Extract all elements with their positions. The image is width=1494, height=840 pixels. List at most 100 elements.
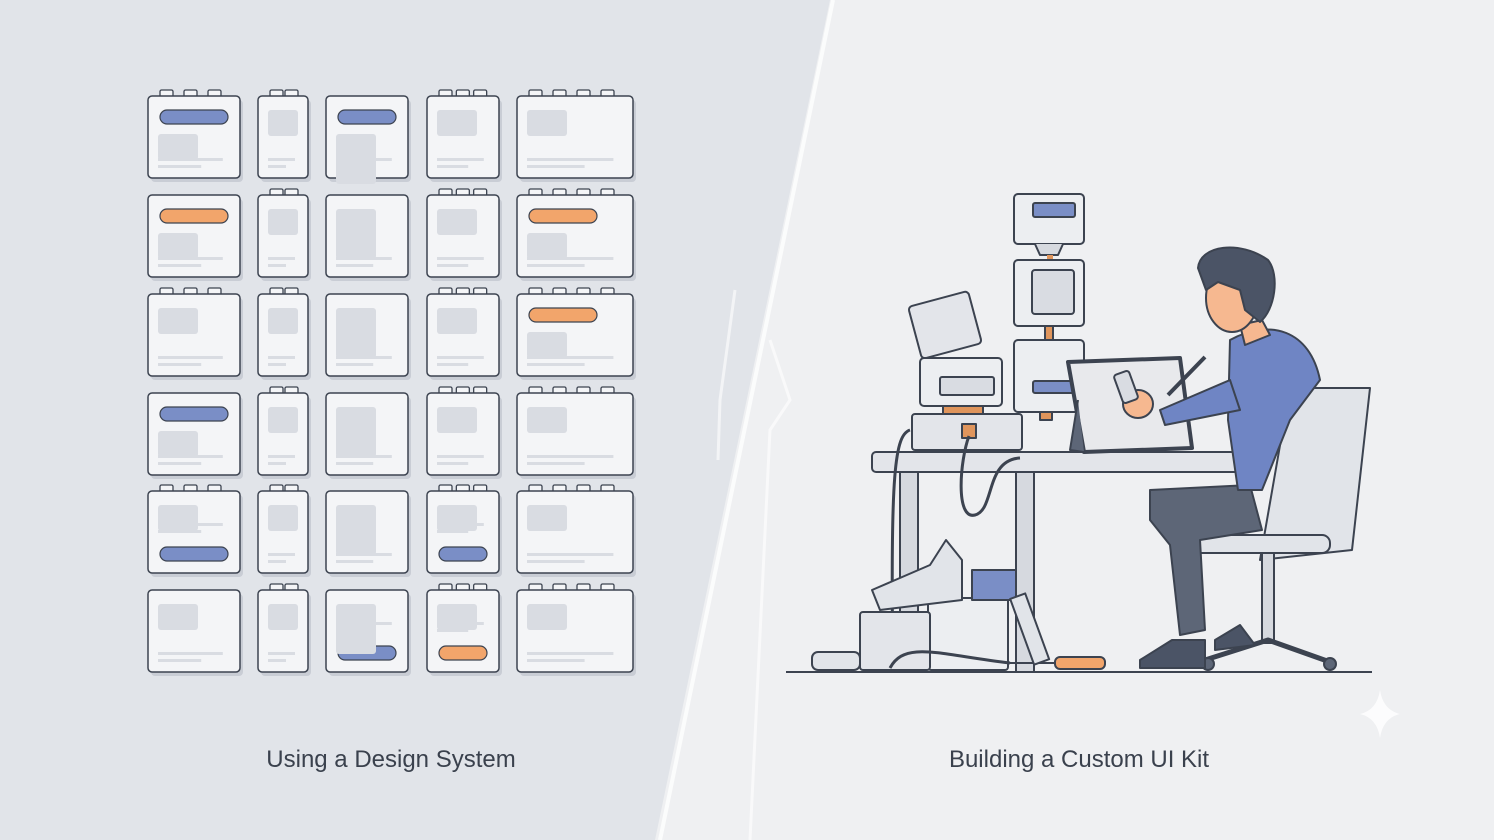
card-text-line	[268, 356, 295, 359]
person-shoe	[1139, 639, 1206, 669]
component-card-grid	[147, 89, 636, 676]
card-text-line	[268, 553, 295, 556]
person-shoe	[1214, 624, 1256, 651]
floor-block-blue	[971, 569, 1017, 601]
card-text-line	[527, 356, 614, 359]
sparkle-icon	[1360, 690, 1400, 738]
card-button	[528, 307, 598, 323]
card-text-line	[336, 257, 392, 260]
card-button	[159, 208, 229, 224]
card-text-line	[527, 659, 585, 662]
card-placeholder	[437, 308, 477, 334]
card-text-line	[437, 462, 469, 465]
divider-line	[658, 0, 835, 840]
left-caption: Using a Design System	[266, 746, 516, 773]
card-text-line	[527, 363, 585, 366]
card-text-line	[268, 652, 295, 655]
card-text-line	[158, 356, 223, 359]
card-button	[438, 546, 488, 562]
card-text-line	[158, 363, 202, 366]
person-hair	[1197, 246, 1276, 323]
card-text-line	[268, 264, 286, 267]
card-text-line	[437, 629, 469, 632]
floor-cable	[888, 650, 1011, 669]
card-placeholder	[437, 604, 477, 630]
card-text-line	[437, 158, 484, 161]
card-placeholder	[437, 110, 477, 136]
card-text-line	[527, 455, 614, 458]
card-text-line	[158, 257, 223, 260]
stylus	[1166, 355, 1207, 397]
card-text-line	[336, 356, 392, 359]
card-button	[337, 109, 397, 125]
card-text-line	[336, 553, 392, 556]
broken-block-tilted	[907, 290, 983, 360]
card-text-line	[437, 356, 484, 359]
card-placeholder	[336, 308, 376, 358]
card-text-line	[336, 629, 374, 632]
card-button	[159, 109, 229, 125]
card-text-line	[158, 659, 202, 662]
card-button	[438, 645, 488, 661]
card-button	[159, 406, 229, 422]
card-placeholder	[158, 604, 198, 630]
card-text-line	[437, 622, 484, 625]
card-placeholder	[268, 505, 298, 531]
card-placeholder	[158, 233, 198, 259]
card-button	[159, 546, 229, 562]
person-legs	[1149, 484, 1263, 636]
card-placeholder	[336, 505, 376, 555]
card-placeholder	[268, 407, 298, 433]
card-text-line	[527, 553, 614, 556]
card-text-line	[437, 530, 469, 533]
card-text-line	[527, 165, 585, 168]
card-text-line	[268, 158, 295, 161]
card-text-line	[527, 264, 585, 267]
card-text-line	[437, 363, 469, 366]
card-text-line	[527, 257, 614, 260]
card-text-line	[268, 455, 295, 458]
card-text-line	[268, 462, 286, 465]
card-text-line	[336, 622, 392, 625]
card-placeholder	[437, 407, 477, 433]
divider-notch	[716, 289, 792, 840]
chair-back	[1259, 387, 1371, 561]
card-text-line	[336, 158, 392, 161]
card-placeholder	[268, 110, 298, 136]
card-text-line	[437, 257, 484, 260]
phone	[1113, 370, 1139, 404]
card-text-line	[336, 264, 374, 267]
card-text-line	[437, 165, 469, 168]
card-placeholder	[437, 209, 477, 235]
screwdriver-handle	[1054, 656, 1106, 670]
card-text-line	[268, 165, 286, 168]
block-top	[1013, 193, 1085, 245]
card-text-line	[158, 165, 202, 168]
card-text-line	[437, 523, 484, 526]
card-text-line	[268, 560, 286, 563]
card-text-line	[158, 530, 202, 533]
card-text-line	[336, 455, 392, 458]
card-text-line	[158, 462, 202, 465]
card-text-line	[336, 560, 374, 563]
card-placeholder	[158, 134, 198, 160]
floor-broken-piece	[871, 539, 963, 611]
card-placeholder	[527, 505, 567, 531]
card-text-line	[158, 652, 223, 655]
card-placeholder	[527, 407, 567, 433]
card-text-line	[437, 264, 469, 267]
card-text-line	[336, 165, 374, 168]
card-text-line	[268, 257, 295, 260]
card-text-line	[158, 158, 223, 161]
right-caption: Building a Custom UI Kit	[948, 746, 1210, 773]
card-text-line	[268, 659, 286, 662]
card-text-line	[336, 462, 374, 465]
card-text-line	[268, 363, 286, 366]
card-placeholder	[527, 332, 567, 358]
card-text-line	[158, 523, 223, 526]
card-placeholder	[268, 604, 298, 630]
card-placeholder	[158, 431, 198, 457]
card-placeholder	[336, 407, 376, 457]
desk-top	[871, 451, 1253, 473]
floor-box	[927, 597, 1009, 671]
